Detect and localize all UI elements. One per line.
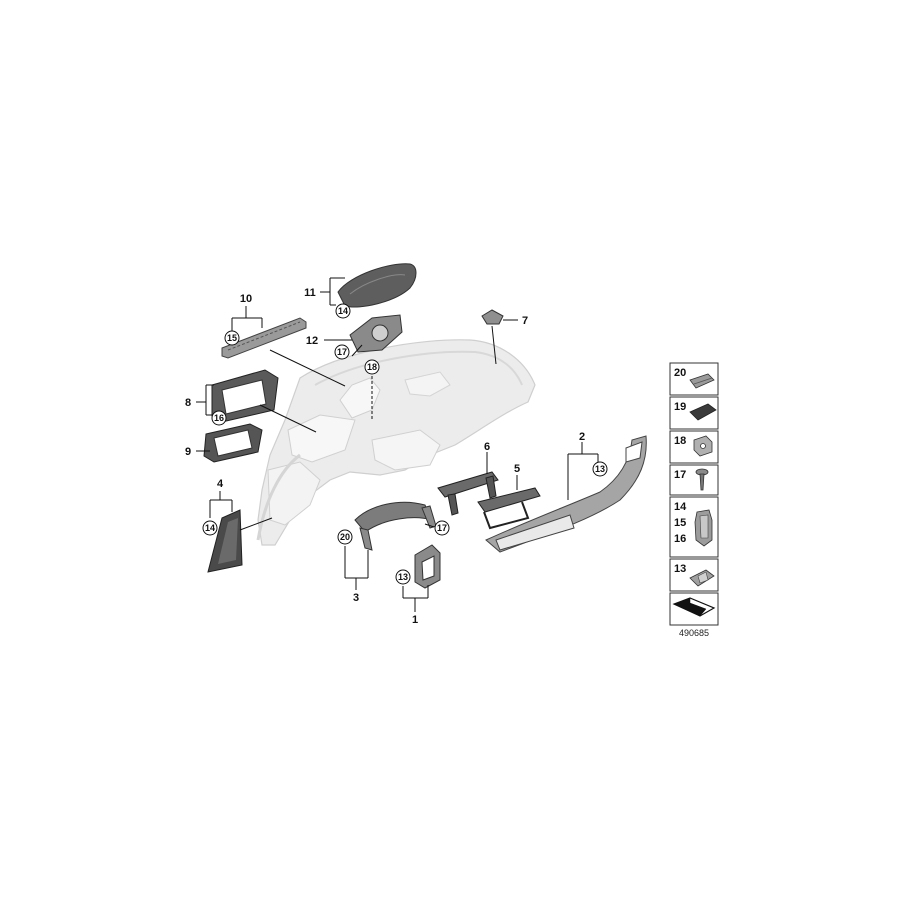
circled-callout-13-low: 13 <box>398 572 408 582</box>
circled-callout-13-right: 13 <box>595 464 605 474</box>
panel-label-15: 15 <box>674 517 686 529</box>
part-2-center-trim <box>485 435 647 553</box>
panel-label-19: 19 <box>674 401 686 413</box>
part-8-display-frame <box>211 369 279 423</box>
callout-8: 8 <box>185 397 191 409</box>
callout-11: 11 <box>304 287 316 299</box>
circled-callout-14-left: 14 <box>205 523 215 533</box>
part-9-gasket-frame <box>203 423 263 463</box>
spring-nut-icon <box>689 569 715 587</box>
callout-1: 1 <box>412 614 418 626</box>
part-7-cover <box>481 309 504 325</box>
leader-lines <box>196 277 599 612</box>
panel-row-17 <box>669 464 719 496</box>
circled-callout-17-mid: 17 <box>437 523 447 533</box>
part-11-speaker-grille <box>337 263 417 308</box>
callout-12: 12 <box>306 335 318 347</box>
part-1-lower-trim <box>414 544 441 589</box>
screw-icon <box>695 468 709 491</box>
circled-callout-15: 15 <box>227 333 237 343</box>
dashboard-assembly <box>256 339 536 546</box>
clip-icon <box>689 373 715 389</box>
callout-10: 10 <box>240 293 252 305</box>
part-12-speaker-bracket <box>349 314 403 353</box>
callout-labels: 10 11 12 7 8 9 4 3 1 6 5 2 <box>185 287 585 626</box>
part-4-side-trim <box>207 509 243 573</box>
foam-pad-icon <box>689 403 717 421</box>
panel-label-17: 17 <box>674 469 686 481</box>
expanding-clip-icon <box>694 509 713 547</box>
panel-label-16: 16 <box>674 533 686 545</box>
part-5-bracket <box>477 487 541 530</box>
circled-callout-18: 18 <box>367 362 377 372</box>
panel-label-20: 20 <box>674 367 686 379</box>
small-parts-panel: 20 19 18 17 14 15 16 <box>669 362 719 638</box>
part-6-bracket <box>437 471 499 516</box>
circled-callout-16: 16 <box>214 413 224 423</box>
diagram-reference-number: 490685 <box>679 628 709 638</box>
nut-clip-icon <box>693 435 713 457</box>
circled-callout-17-top: 17 <box>337 347 347 357</box>
panel-label-13: 13 <box>674 563 686 575</box>
part-10-trim-strip <box>221 317 307 359</box>
circled-callout-14-top: 14 <box>338 306 348 316</box>
callout-4: 4 <box>217 478 224 490</box>
callout-2: 2 <box>579 431 585 443</box>
circled-callout-20: 20 <box>340 532 350 542</box>
panel-label-14: 14 <box>674 501 687 513</box>
part-3-column-frame <box>354 501 437 551</box>
callout-5: 5 <box>514 463 520 475</box>
panel-symbol-icon <box>672 597 716 617</box>
callout-6: 6 <box>484 441 490 453</box>
circled-callouts: 15 14 17 18 16 14 20 17 13 13 <box>202 303 608 585</box>
callout-7: 7 <box>522 315 528 327</box>
callout-3: 3 <box>353 592 359 604</box>
callout-9: 9 <box>185 446 191 458</box>
panel-label-18: 18 <box>674 435 686 447</box>
